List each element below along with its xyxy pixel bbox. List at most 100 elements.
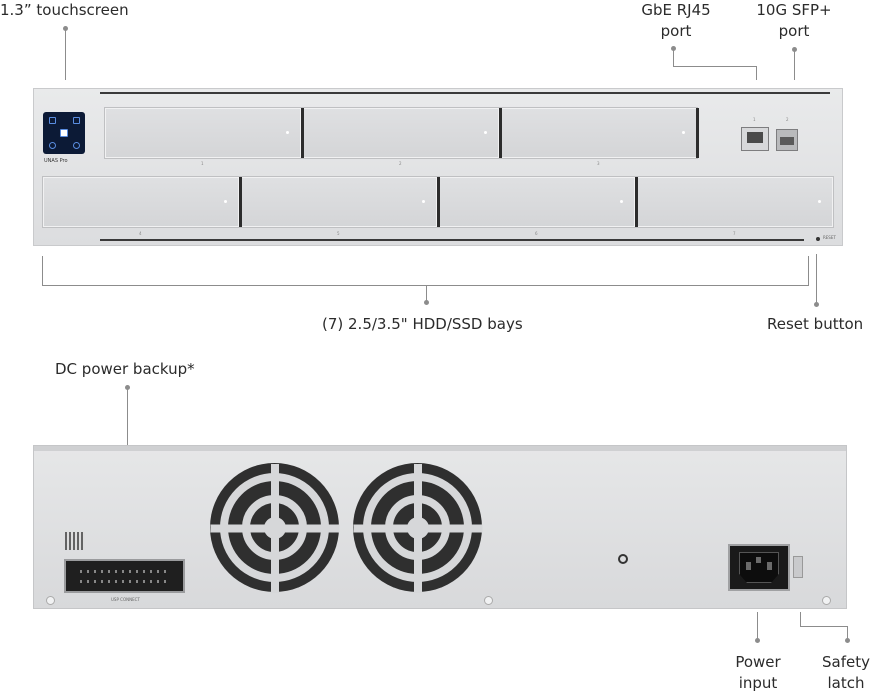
power-input-label: Power input	[718, 652, 798, 694]
bay-number-6: 6	[535, 231, 538, 236]
gbe-port-label: GbE RJ45 port	[636, 0, 716, 42]
latch-leader-horizontal	[800, 626, 848, 627]
dc-connector-pin	[157, 580, 159, 583]
dc-leader-dot	[125, 385, 130, 390]
dc-connector-pin	[129, 580, 131, 583]
front-panel: UNAS Pro 1 2 3 4 5 6 7 1 2 RESET	[33, 88, 843, 246]
gbe-leader-dot	[671, 46, 676, 51]
screen-icon-top-left	[49, 117, 56, 124]
power-pin-right	[767, 562, 772, 570]
brand-logo-icon	[618, 554, 628, 564]
sfp-plus-port[interactable]	[776, 129, 798, 151]
front-trim-top	[100, 92, 830, 94]
drive-bay-1[interactable]	[104, 107, 302, 159]
bay-divider	[239, 177, 242, 227]
fan-hub	[263, 516, 286, 539]
screen-icon-bottom-left	[49, 142, 56, 149]
dc-connector-pin	[87, 570, 89, 573]
dc-connector-pin	[122, 580, 124, 583]
bay-number-2: 2	[399, 161, 402, 166]
dc-connector-pin	[150, 570, 152, 573]
power-input-socket[interactable]	[728, 544, 790, 591]
bays-label: (7) 2.5/3.5" HDD/SSD bays	[322, 315, 523, 333]
reset-leader-line	[816, 254, 817, 304]
reset-label: Reset button	[767, 315, 864, 333]
back-panel: USP CONNECT	[33, 445, 847, 609]
bay-number-1: 1	[201, 161, 204, 166]
gbe-leader-drop	[756, 66, 757, 80]
sfp-port-label-line2: port	[778, 22, 810, 40]
bay-number-7: 7	[733, 231, 736, 236]
bay-led	[484, 131, 487, 134]
bays-leader-dot	[424, 300, 429, 305]
bay-led	[818, 200, 821, 203]
port-number-2: 2	[786, 117, 789, 122]
bay-led	[224, 200, 227, 203]
safety-latch-label-line2: latch	[827, 674, 865, 692]
qr-code	[65, 532, 85, 550]
dc-connector-pin	[101, 580, 103, 583]
screen-icon-bottom-right	[73, 142, 80, 149]
screen-icon-center	[60, 129, 68, 137]
drive-bay-3[interactable]	[499, 107, 699, 159]
dc-connector-pin	[108, 570, 110, 573]
dc-connector-pin	[115, 580, 117, 583]
drive-bay-6[interactable]	[437, 176, 636, 228]
power-leader-line	[757, 612, 758, 640]
bay-divider	[696, 108, 699, 158]
dc-connector-pin	[122, 570, 124, 573]
screw-icon	[484, 596, 493, 605]
sfp-leader-dot	[792, 47, 797, 52]
screw-icon	[822, 596, 831, 605]
dc-connector-pin	[143, 580, 145, 583]
gbe-port-label-line2: port	[660, 22, 692, 40]
dc-connector-pin	[129, 570, 131, 573]
gbe-leader-horizontal	[673, 66, 757, 67]
drive-bay-2[interactable]	[301, 107, 500, 159]
drive-bay-5[interactable]	[239, 176, 438, 228]
safety-latch-label-line1: Safety	[822, 653, 870, 671]
bays-bracket-right	[808, 256, 809, 286]
latch-leader-drop	[800, 612, 801, 627]
bays-bracket-stem	[426, 286, 427, 302]
dc-connector-pin	[143, 570, 145, 573]
power-input-label-line2: input	[738, 674, 778, 692]
sfp-port-label: 10G SFP+ port	[752, 0, 836, 42]
drive-bay-4[interactable]	[42, 176, 240, 228]
reset-text: RESET	[823, 235, 836, 240]
sfp-leader-line	[794, 50, 795, 80]
fan-left	[210, 463, 339, 593]
bay-led	[682, 131, 685, 134]
gbe-rj45-port[interactable]	[741, 127, 769, 151]
dc-connector-pin	[108, 580, 110, 583]
latch-leader-dot	[845, 638, 850, 643]
safety-latch[interactable]	[793, 556, 803, 578]
dc-connector-pin	[157, 570, 159, 573]
dc-connector-pin	[87, 580, 89, 583]
power-input-label-line1: Power	[735, 653, 781, 671]
fan-hub	[406, 516, 429, 539]
power-pin-left	[746, 562, 751, 570]
dc-power-connector[interactable]	[64, 559, 185, 593]
bays-bracket-bottom	[42, 285, 809, 286]
dc-connector-pin	[164, 580, 166, 583]
dc-connector-pin	[115, 570, 117, 573]
touchscreen-display[interactable]	[43, 112, 85, 154]
bay-number-3: 3	[597, 161, 600, 166]
dc-connector-pin	[94, 580, 96, 583]
drive-bay-7[interactable]	[635, 176, 834, 228]
bays-bracket-left	[42, 256, 43, 286]
front-trim-bottom	[100, 239, 804, 241]
power-pin-ground	[756, 557, 761, 563]
dc-connector-pin	[80, 580, 82, 583]
back-top-strip	[34, 446, 846, 451]
dc-connector-pin	[164, 570, 166, 573]
bay-led	[286, 131, 289, 134]
bay-led	[620, 200, 623, 203]
port-number-1: 1	[753, 117, 756, 122]
dc-connector-pin	[80, 570, 82, 573]
bay-number-5: 5	[337, 231, 340, 236]
dc-connector-pin	[94, 570, 96, 573]
model-label: UNAS Pro	[44, 158, 68, 164]
reset-button[interactable]	[816, 237, 820, 241]
